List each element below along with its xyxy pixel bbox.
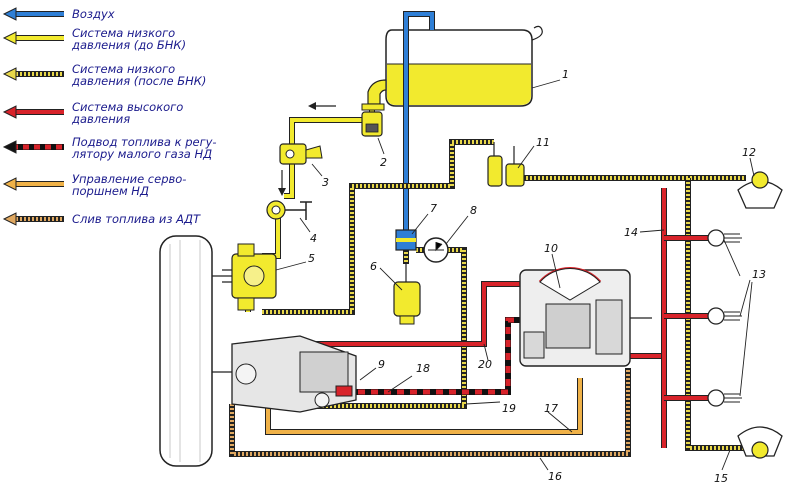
label-10: 10 [544,242,558,255]
fuel-tank [385,25,543,107]
legend-label-drain-line: Слив топлива из АДТ [72,212,201,226]
tank-outlet-elbow [361,79,387,111]
legend-label-low-before-line: Система низкого [72,26,175,40]
legend-label-low-after-line: давления (после БНК) [71,74,206,88]
regulator-10 [519,267,652,367]
air-line [403,11,435,232]
label-3: 3 [322,176,329,189]
legend-label-air-line: Воздух [72,7,115,21]
label-15: 15 [714,472,728,485]
label-2: 2 [380,156,387,169]
legend-item-servo: Управление серво-поршнем НД [2,172,186,198]
high-pressure-lines [280,188,708,448]
legend-label-low-after-line: Система низкого [72,62,175,76]
idle-feed-line [344,317,540,395]
label-4: 4 [310,232,317,245]
pump-9 [231,335,357,413]
legend-label-high-line: Система высокого [72,100,183,114]
pump-5 [222,243,277,311]
legend-label-servo: Управление серво-поршнем НД [72,172,186,198]
sensor-11 [487,142,525,187]
unit-7 [395,229,417,251]
valve-12 [737,171,783,209]
filter-6 [393,264,421,325]
legend-label-servo-line: Управление серво- [72,172,186,186]
engine-rotor [159,235,232,467]
legend-label-high-line: давления [71,112,130,126]
label-1: 1 [562,68,569,81]
label-19: 19 [502,402,516,415]
part-number-labels: 1 2 3 4 5 6 7 8 9 10 11 12 13 14 15 16 1… [308,68,766,485]
filter-2 [361,111,383,137]
label-13: 13 [752,268,766,281]
servo-control-line [265,378,583,435]
valve-4 [266,200,312,220]
legend-label-idle-feed: Подвод топлива к регу-лятору малого газа… [71,135,217,161]
label-12: 12 [742,146,756,159]
valve-12-lower [737,426,783,459]
legend-item-idle-feed: Подвод топлива к регу-лятору малого газа… [2,135,217,161]
legend-label-low-before-line: давления (до БНК) [71,38,186,52]
label-9: 9 [378,358,385,371]
legend-label-air: Воздух [72,7,115,21]
label-5: 5 [308,252,315,265]
drain-line [229,368,631,457]
label-17: 17 [544,402,558,415]
legend-label-servo-line: поршнем НД [72,184,149,198]
label-6: 6 [370,260,377,273]
legend-item-air: Воздух [2,7,115,21]
legend-label-idle-feed-line: Подвод топлива к регу- [72,135,217,149]
leader-lines [275,79,755,471]
label-11: 11 [536,136,550,149]
label-20: 20 [478,358,492,371]
legend-label-drain: Слив топлива из АДТ [72,212,201,226]
legend-item-drain: Слив топлива из АДТ [2,212,201,226]
flow-arrow-head [308,102,316,110]
gauge-8 [423,237,449,263]
label-18: 18 [416,362,430,375]
label-14: 14 [624,226,638,239]
legend-label-idle-feed-line: лятору малого газа НД [71,147,212,161]
label-7: 7 [430,202,437,215]
label-16: 16 [548,470,562,483]
valve-3 [279,143,323,165]
flow-arrow-down-head [278,188,286,196]
label-8: 8 [470,204,477,217]
injectors-13 [707,229,742,407]
